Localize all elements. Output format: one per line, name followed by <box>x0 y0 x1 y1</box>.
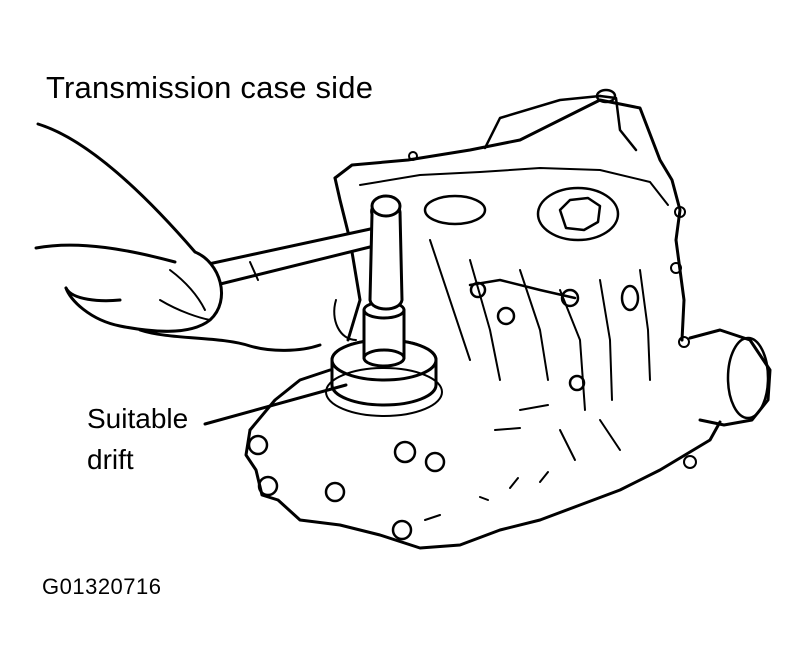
callout-leader <box>203 383 348 426</box>
callout-label-line2: drift <box>87 444 134 475</box>
figure-id: G01320716 <box>42 574 162 599</box>
hand <box>34 122 357 352</box>
suitable-drift <box>325 300 443 417</box>
transmission-case <box>244 88 772 550</box>
callout-label-line1: Suitable <box>87 403 189 434</box>
hammer <box>188 194 404 311</box>
diagram-title: Transmission case side <box>46 70 374 105</box>
